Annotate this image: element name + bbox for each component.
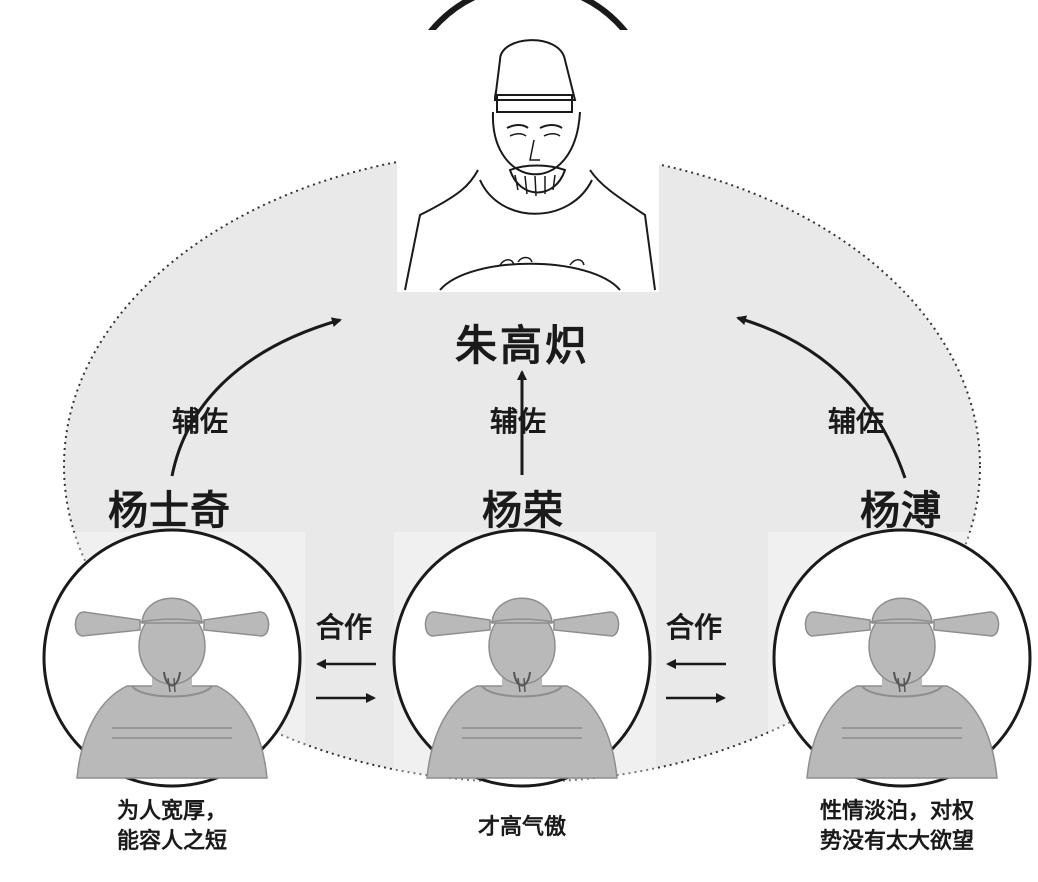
- minister-name-center: 杨荣: [482, 487, 564, 534]
- desc-line: 能容人之短: [116, 828, 227, 854]
- desc-line: 为人宽厚，: [116, 798, 227, 824]
- minister-portrait-right: [768, 528, 1032, 794]
- desc-line: 势没有太大欲望: [819, 828, 974, 854]
- emperor-name: 朱高炽: [455, 321, 591, 370]
- minister-desc-left: 为人宽厚， 能容人之短: [82, 796, 262, 856]
- minister-name-left: 杨士奇: [108, 487, 231, 534]
- cooperate-label-right: 合作: [666, 611, 723, 644]
- desc-line: 性情淡泊，对权: [819, 798, 974, 824]
- minister-desc-center: 才高气傲: [442, 812, 602, 842]
- assist-label-center: 辅佐: [490, 405, 547, 438]
- minister-desc-right: 性情淡泊，对权 势没有太大欲望: [792, 796, 1002, 856]
- assist-label-right: 辅佐: [828, 405, 885, 438]
- minister-portrait-center: [392, 528, 656, 794]
- cooperate-label-left: 合作: [316, 611, 373, 644]
- minister-name-right: 杨溥: [860, 487, 942, 534]
- minister-portrait-left: [42, 528, 305, 794]
- assist-arrow-left: [170, 317, 342, 477]
- assist-label-left: 辅佐: [172, 405, 229, 438]
- emperor-portrait: [397, 0, 659, 292]
- desc-line: 才高气傲: [477, 814, 566, 840]
- assist-arrow-right: [736, 315, 907, 479]
